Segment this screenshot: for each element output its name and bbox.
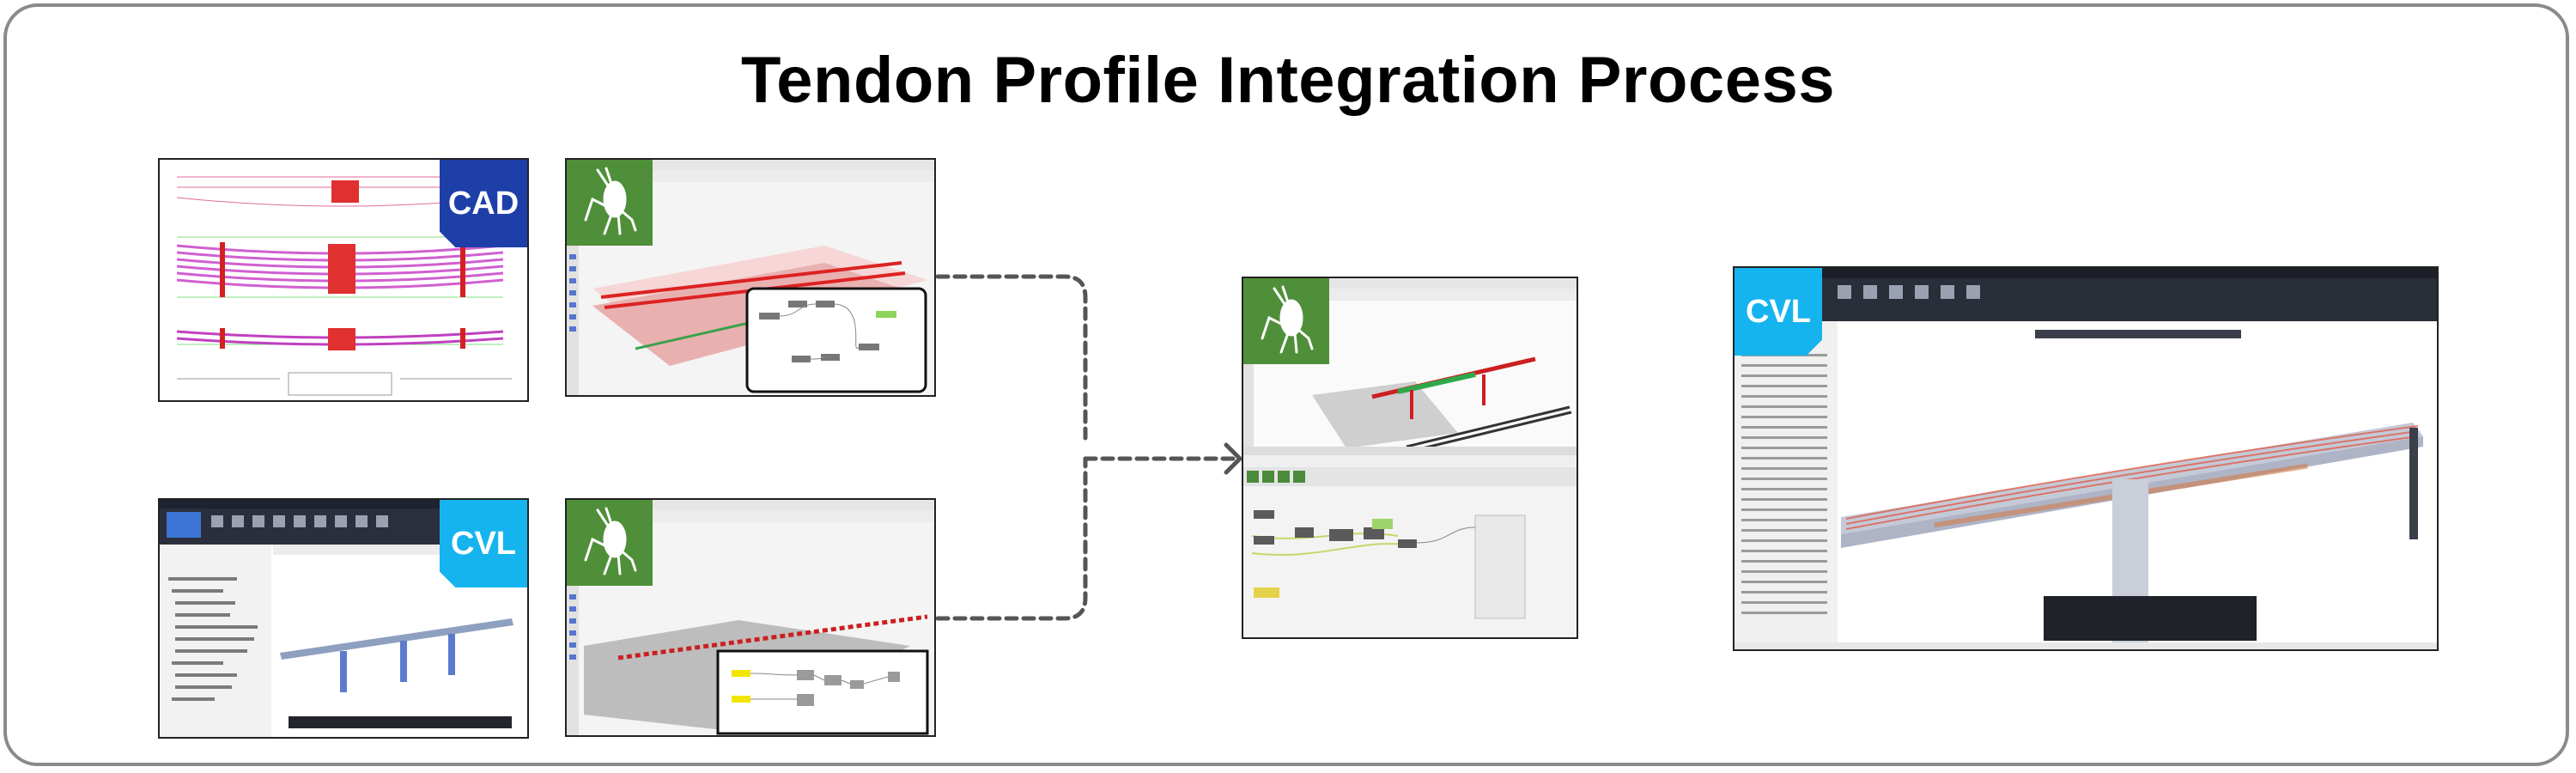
civil3d-badge-left: CVL — [440, 500, 527, 587]
grasshopper-icon — [1243, 278, 1329, 364]
cad-drawing-screenshot: CAD — [158, 158, 529, 402]
civil3d-badge-right: CVL — [1735, 268, 1822, 356]
grasshopper-icon — [567, 160, 653, 246]
grasshopper-screenshot-bottom — [565, 498, 936, 737]
civil3d-screenshot-left: CVL — [158, 498, 529, 739]
connector-top — [935, 274, 1088, 441]
grasshopper-combined-screenshot — [1242, 277, 1578, 639]
arrow-right-icon — [1224, 442, 1242, 475]
civil3d-result-content — [1735, 268, 2437, 649]
connector-bottom — [935, 456, 1088, 621]
grasshopper-combined-content — [1243, 278, 1577, 637]
grasshopper-bottom-content — [567, 500, 934, 735]
grasshopper-screenshot-top — [565, 158, 936, 397]
grasshopper-icon — [567, 500, 653, 586]
civil3d-result-screenshot: CVL — [1733, 266, 2439, 651]
cad-badge: CAD — [440, 160, 527, 247]
grasshopper-top-content — [567, 160, 934, 395]
diagram-title: Tendon Profile Integration Process — [740, 44, 1835, 117]
